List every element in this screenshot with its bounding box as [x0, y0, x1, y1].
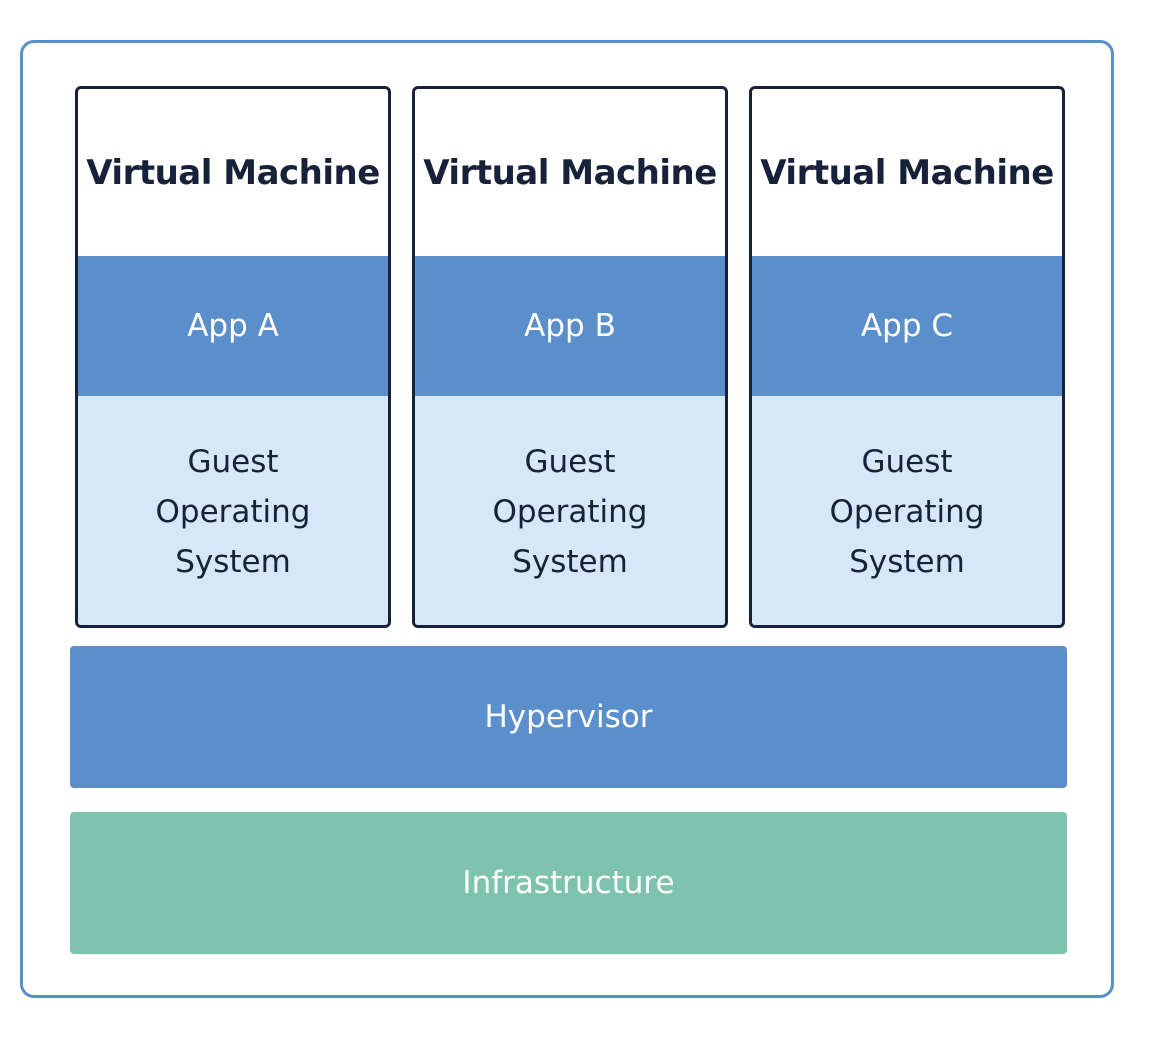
guest-os-layer: Guest Operating System [415, 396, 725, 625]
hypervisor-layer: Hypervisor [70, 646, 1067, 788]
virtual-machine-b: Virtual Machine App B Guest Operating Sy… [412, 86, 728, 628]
app-c-layer: App C [752, 256, 1062, 396]
virtual-machine-a: Virtual Machine App A Guest Operating Sy… [75, 86, 391, 628]
guest-os-layer: Guest Operating System [752, 396, 1062, 625]
infrastructure-layer: Infrastructure [70, 812, 1067, 954]
guest-os-layer: Guest Operating System [78, 396, 388, 625]
virtual-machine-c: Virtual Machine App C Guest Operating Sy… [749, 86, 1065, 628]
vm-title: Virtual Machine [423, 152, 717, 193]
vm-title: Virtual Machine [86, 152, 380, 193]
app-a-layer: App A [78, 256, 388, 396]
app-b-layer: App B [415, 256, 725, 396]
vm-title: Virtual Machine [760, 152, 1054, 193]
